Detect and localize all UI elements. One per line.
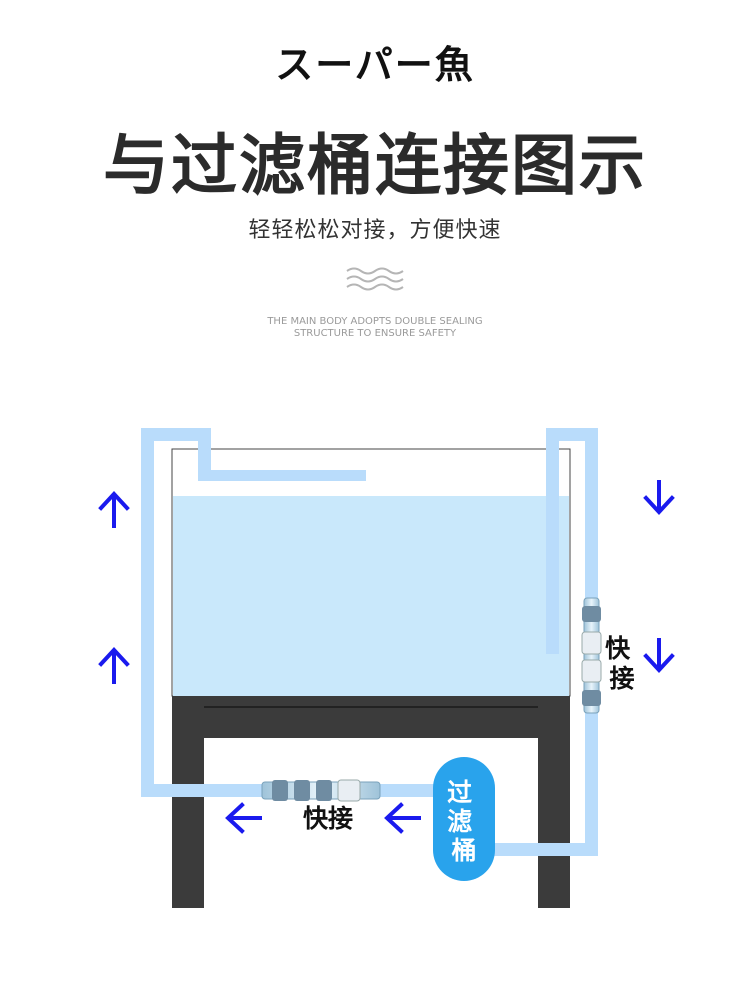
page-subtitle: 轻轻松松对接，方便快速	[248, 218, 502, 243]
down-arrow-icon	[643, 480, 675, 515]
english-caption-line2: STRUCTURE TO ENSURE SAFETY	[293, 328, 457, 339]
wave-divider-icon	[346, 267, 404, 291]
up-arrow-icon	[98, 647, 130, 684]
filter-canister-label: 过 滤 桶	[447, 778, 481, 865]
quick-connect-label-bottom: 快接	[303, 804, 353, 833]
quick-connector-icon	[261, 779, 381, 802]
quick-connect-label-right: 快 接	[605, 634, 639, 693]
down-arrow-icon	[643, 638, 675, 673]
quick-connect-right-char1: 快	[605, 634, 631, 663]
filter-canister-char1: 过	[447, 778, 472, 807]
quick-connector-icon	[581, 597, 602, 714]
english-caption-line1: THE MAIN BODY ADOPTS DOUBLE SEALING	[267, 316, 483, 327]
brand-title: スーパー魚	[275, 43, 475, 87]
left-arrow-icon	[225, 802, 262, 834]
aquarium-stand	[172, 696, 570, 908]
filter-canister-char3: 桶	[451, 836, 476, 865]
aquarium-water	[173, 496, 569, 696]
left-arrow-icon	[384, 802, 421, 834]
filter-canister-char2: 滤	[447, 807, 472, 836]
quick-connect-right-char2: 接	[609, 664, 634, 693]
up-arrow-icon	[98, 491, 130, 528]
filter-canister	[433, 757, 495, 881]
english-caption: THE MAIN BODY ADOPTS DOUBLE SEALING STRU…	[0, 316, 750, 340]
page-headline: 与过滤桶连接图示	[103, 127, 647, 204]
